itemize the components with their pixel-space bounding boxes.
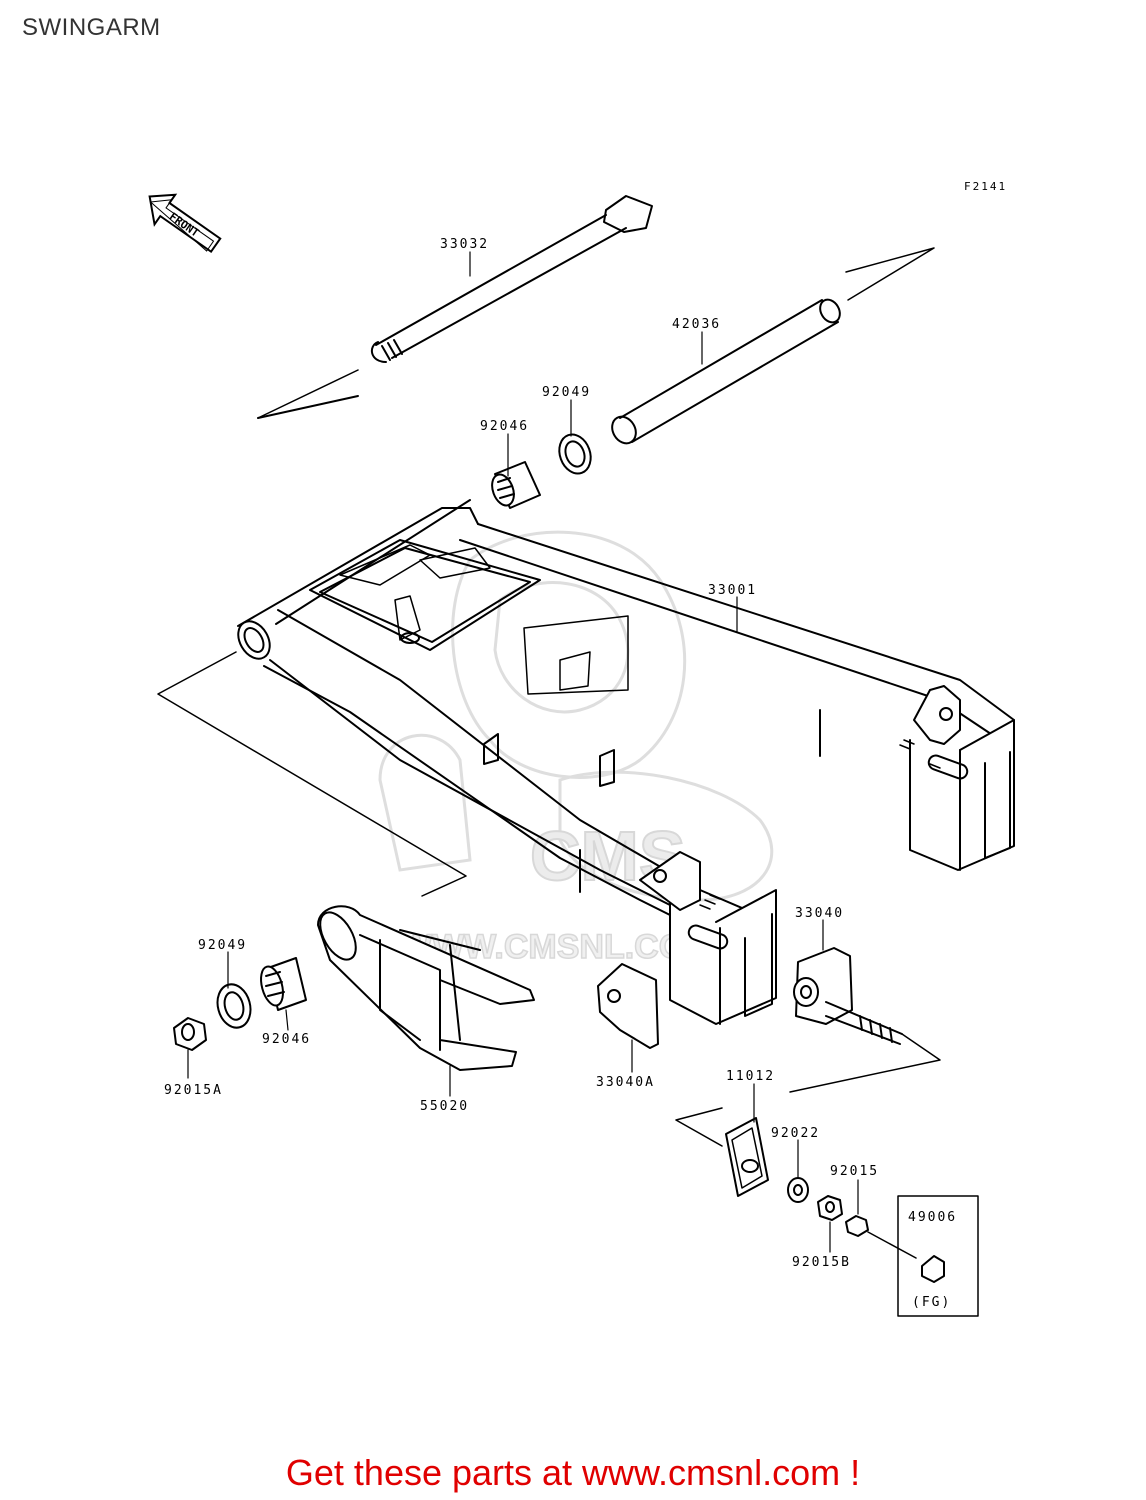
swingarm-parts-diagram: CMS WWW.CMSNL.COM F2141 FRONT <box>148 180 1015 1317</box>
callout-11012: 11012 <box>726 1069 775 1084</box>
callout-33001: 33001 <box>708 583 757 598</box>
chain-adjuster-plate <box>597 963 659 1049</box>
page-title: SWINGARM <box>22 14 161 41</box>
nut-92015B <box>817 1195 843 1221</box>
leader-lines <box>187 251 859 1253</box>
seal-lower <box>216 983 252 1029</box>
pivot-shaft <box>257 195 653 419</box>
chain-guard <box>317 905 535 1071</box>
callout-92046-upper: 92046 <box>480 419 529 434</box>
callout-42036: 42036 <box>672 317 721 332</box>
callout-55020: 55020 <box>420 1099 469 1114</box>
callout-92046-lower: 92046 <box>262 1032 311 1047</box>
seal-upper <box>558 433 592 475</box>
swingarm-body <box>157 499 1015 1025</box>
callout-92015: 92015 <box>830 1164 879 1179</box>
adjuster-block <box>675 1107 769 1197</box>
callout-92022: 92022 <box>771 1126 820 1141</box>
callout-92049-lower: 92049 <box>198 938 247 953</box>
nut-92015 <box>845 1215 917 1259</box>
bearing-upper <box>491 461 541 509</box>
callout-33032: 33032 <box>440 237 489 252</box>
front-arrow-icon: FRONT <box>148 193 222 254</box>
callout-92049-upper: 92049 <box>542 385 591 400</box>
ref-code: F2141 <box>964 180 1007 193</box>
washer <box>787 1177 809 1203</box>
axle-nut-lower <box>173 1017 207 1051</box>
chain-adjuster <box>789 947 941 1093</box>
option-qualifier: (FG) <box>912 1295 951 1310</box>
bearing-lower <box>260 957 307 1011</box>
callout-33040A: 33040A <box>596 1075 655 1090</box>
callout-49006: 49006 <box>908 1210 957 1225</box>
callout-92015B: 92015B <box>792 1255 851 1270</box>
footer-cta-link[interactable]: Get these parts at www.cmsnl.com ! <box>285 1452 861 1493</box>
callout-33040: 33040 <box>795 906 844 921</box>
option-box <box>897 1195 979 1317</box>
callout-92015A: 92015A <box>164 1083 223 1098</box>
pivot-sleeve <box>611 247 935 445</box>
